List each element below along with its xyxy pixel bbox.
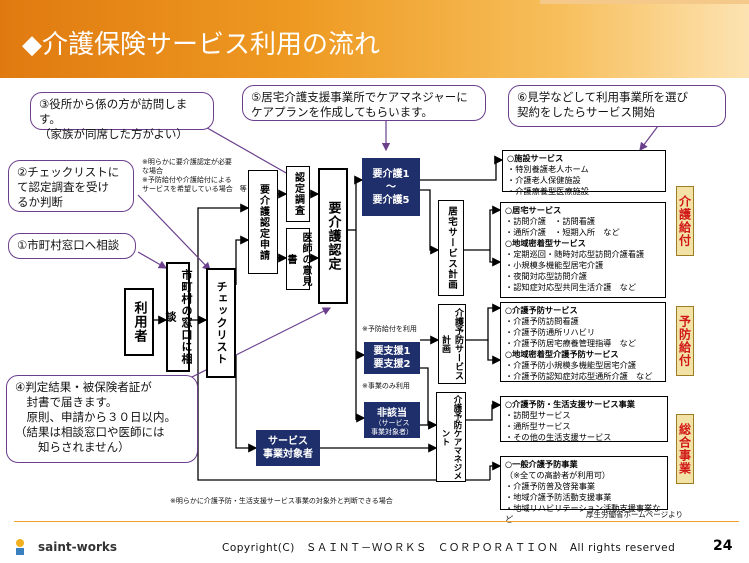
box-not-applicable: 非該当 （サービス 事業対象者） [364, 402, 420, 438]
logo-text: saint-works [38, 540, 117, 554]
callout-visit: ③役所から係の方が訪問します。 （家族が同席した方がよい） [30, 92, 214, 141]
note-source: 厚生労働省ホームページより [586, 510, 683, 519]
box-checklist-label: チェックリスト [215, 281, 228, 365]
service-life-support-item: ・通所型サービス [505, 421, 571, 431]
page-title: ◆介護保険サービス利用の流れ [22, 30, 380, 60]
box-user: 利用者 [124, 288, 154, 356]
callout-result: ④判定結果・被保険者証が 封書で届きます。 原則、申請から３０日以内。 （結果は… [6, 375, 198, 463]
side-label-prevention-benefit-text: 予防給付 [677, 315, 692, 367]
box-service-target: サービス 事業対象者 [256, 430, 320, 466]
box-not-applicable-sub: （サービス 事業対象者） [371, 418, 413, 436]
service-life-support-item: ・訪問型サービス [505, 410, 571, 420]
callout-contract: ⑥見学などして利用事業所を選び 契約をしたらサービス開始 [508, 85, 726, 127]
service-community-prevention-head: ○地域密着型介護予防サービス [505, 349, 619, 359]
box-home-plan: 居宅サービス計画 [438, 200, 464, 296]
service-community-item: ・小規模多機能型居宅介護 [505, 260, 604, 270]
footer-divider [14, 521, 739, 522]
service-facility-item: ・介護老人保健施設 [507, 175, 581, 185]
side-label-care-benefit-text: 介護給付 [677, 195, 692, 247]
box-not-applicable-label: 非該当 [377, 407, 407, 419]
box-counter: 市町村の窓口に相談 [164, 262, 193, 372]
box-certification: 要介護認定 [318, 168, 348, 304]
side-label-general-program-text: 総合事業 [677, 423, 692, 475]
copyright: Copyright(C) ＳＡＩＮＴ－ＷＯＲＫＳ ＣＯＲＰＯＲＡＴＩＯＮ All… [222, 542, 676, 554]
service-general-prevention-item: （※全ての高齢者が利用可） [505, 470, 611, 480]
service-community-head: ○地域密着型サービス [505, 238, 586, 248]
box-support-level: 要支援1 要支援2 [364, 342, 420, 374]
box-prevention-care-management-label: 介護予防ケアマネジメント [440, 394, 462, 480]
callout-care-plan: ⑤居宅介護支援事業所でケアマネジャーに ケアプランを作成してもらいます。 [242, 85, 486, 121]
service-prevention-item: ・介護予防通所リハビリ [505, 327, 596, 337]
page-number: 24 [713, 538, 733, 554]
note-bottom: ※明らかに介護予防・生活支援サービス事業の対象外と判断できる場合 [170, 497, 393, 505]
service-community-prevention-item: ・介護予防小規模多機能型居宅介護 [505, 360, 637, 370]
note-jigyo-only: ※事業のみ利用 [362, 382, 410, 390]
box-prevention-plan: 介護予防サービス計画 [438, 304, 466, 384]
service-home: ○居宅サービス ・訪問介護 ・訪問看護 ・通所介護 ・短期入所 など ○地域密着… [500, 202, 666, 298]
service-home-head: ○居宅サービス [505, 205, 562, 215]
service-community-item: ・定期巡回・随時対応型訪問介護看護 [505, 249, 645, 259]
service-general-prevention-item: ・地域リハビリテーション活動支援事業など [505, 503, 661, 524]
box-application: 要介護認定申請 [248, 170, 278, 274]
service-general-prevention-item: ・地域介護予防活動支援事業 [505, 492, 612, 502]
service-home-item: ・訪問介護 ・訪問看護 [505, 216, 596, 226]
logo-mark-icon [16, 539, 24, 555]
note-yobo-kyufu: ※予防給付を利用 [362, 325, 417, 333]
box-prevention-care-management: 介護予防ケアマネジメント [436, 392, 466, 482]
box-application-label: 要介護認定申請 [257, 183, 269, 261]
box-certification-label: 要介護認定 [325, 201, 341, 271]
box-doctor-opinion-label: 医師の意見書 [285, 231, 311, 287]
service-life-support-item: ・その他の生活支援サービス [505, 432, 612, 442]
service-general-prevention-item: ・介護予防普及啓発事業 [505, 481, 596, 491]
service-general-prevention: ○一般介護予防事業 （※全ての高齢者が利用可） ・介護予防普及啓発事業 ・地域介… [500, 456, 668, 524]
service-facility-head: ○施設サービス [507, 153, 564, 163]
service-prevention-item: ・介護予防訪問看護 [505, 316, 579, 326]
service-prevention-item: ・介護予防居宅療養管理指導 など [505, 338, 637, 348]
box-care-level: 要介護1 ～ 要介護5 [362, 158, 420, 216]
callout-consult: ①市町村窓口へ相談 [8, 233, 136, 259]
service-general-prevention-head: ○一般介護予防事業 [505, 459, 578, 469]
service-facility: ○施設サービス ・特別養護老人ホーム ・介護老人保健施設 ・介護療養型医療施設 [502, 150, 666, 196]
box-user-label: 利用者 [131, 301, 147, 343]
service-community-item: ・夜間対応型訪問介護 [505, 271, 587, 281]
service-facility-item: ・介護療養型医療施設 [507, 186, 589, 196]
service-facility-item: ・特別養護老人ホーム [507, 164, 589, 174]
box-counter-label: 市町村の窓口に相談 [164, 269, 193, 365]
service-prevention-head: ○介護予防サービス [505, 305, 578, 315]
service-life-support: ○介護予防・生活支援サービス事業 ・訪問型サービス ・通所型サービス ・その他の… [500, 396, 668, 442]
side-label-care-benefit: 介護給付 [676, 186, 694, 256]
title-bar: ◆介護保険サービス利用の流れ [0, 0, 749, 78]
title-stripe [540, 0, 749, 4]
service-home-item: ・通所介護 ・短期入所 など [505, 227, 620, 237]
service-prevention: ○介護予防サービス ・介護予防訪問看護 ・介護予防通所リハビリ ・介護予防居宅療… [500, 302, 666, 382]
note-top: ※明らかに要介護認定が必要 な場合 ※予防給付や介護給付による サービスを希望し… [142, 158, 247, 193]
service-community-item: ・認知症対応型共同生活介護 など [505, 282, 637, 292]
service-life-support-head: ○介護予防・生活支援サービス事業 [505, 399, 635, 409]
box-home-plan-label: 居宅サービス計画 [446, 206, 457, 290]
box-survey: 認定調査 [286, 166, 310, 222]
side-label-general-program: 総合事業 [676, 414, 694, 484]
box-prevention-plan-label: 介護予防サービス計画 [440, 308, 463, 380]
box-doctor-opinion: 医師の意見書 [285, 228, 311, 290]
callout-checklist: ②チェックリストに て認定調査を受け るか判断 [8, 160, 134, 212]
service-community-prevention-item: ・介護予防認知症対応型通所介護 など [505, 371, 653, 381]
side-label-prevention-benefit: 予防給付 [676, 306, 694, 376]
box-survey-label: 認定調査 [292, 172, 304, 216]
box-checklist: チェックリスト [206, 268, 236, 378]
